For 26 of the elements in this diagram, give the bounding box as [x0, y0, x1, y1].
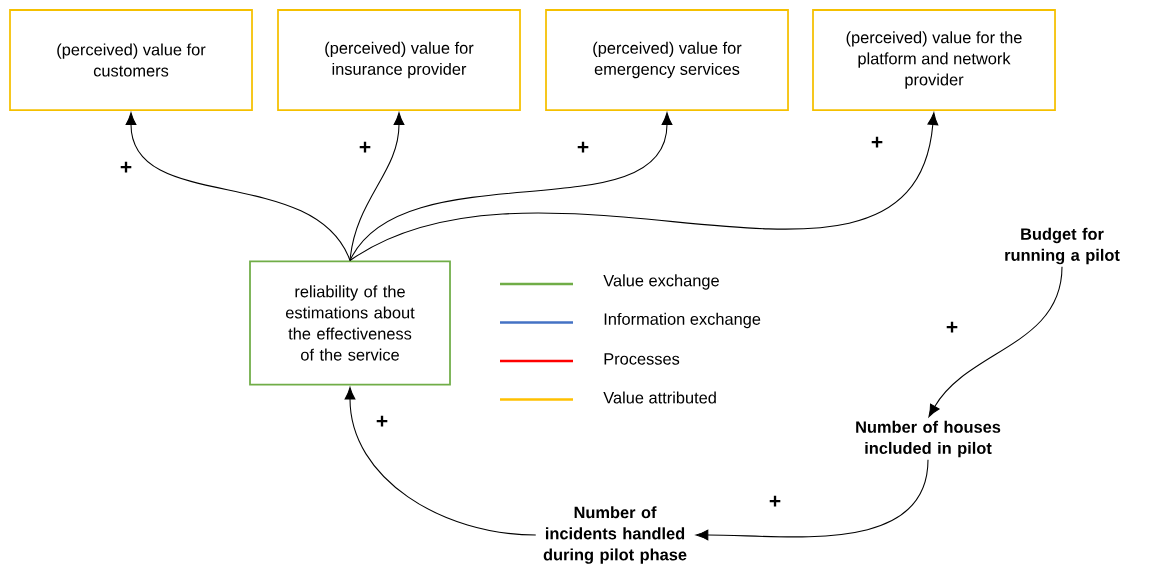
edge-label: + — [357, 140, 373, 156]
legend-label: Value exchange — [603, 274, 719, 290]
value-box: (perceived) value for the platform and network provider — [812, 9, 1056, 111]
value-box: (perceived) value for insurance provider — [277, 9, 521, 111]
value-box: (perceived) value for customers — [9, 9, 253, 111]
arrow — [349, 112, 405, 261]
arrow — [344, 387, 537, 536]
edge-label: + — [575, 140, 591, 156]
edge-label: + — [374, 414, 390, 430]
edge-label: + — [944, 320, 960, 336]
arrow — [349, 112, 939, 261]
value-box: (perceived) value for emergency services — [545, 9, 789, 111]
legend-label: Information exchange — [604, 312, 761, 329]
reliability-box: reliability of the estimations about the effectiveness of the service — [249, 260, 451, 386]
edge-label: + — [767, 494, 783, 510]
edge-label: + — [118, 160, 134, 176]
arrow — [349, 112, 673, 261]
arrow — [125, 112, 351, 261]
variable-label: Number of houses included in pilot — [856, 420, 1001, 458]
legend-label: Value attributed — [603, 391, 716, 404]
legend-label: Processes — [604, 353, 680, 365]
arrow — [695, 459, 929, 541]
variable-label: Number of incidents handled during pilot phase — [543, 506, 687, 564]
variable-label: Budget for running a pilot — [1005, 227, 1120, 265]
edge-label: + — [869, 135, 885, 151]
arrow — [928, 266, 1063, 418]
